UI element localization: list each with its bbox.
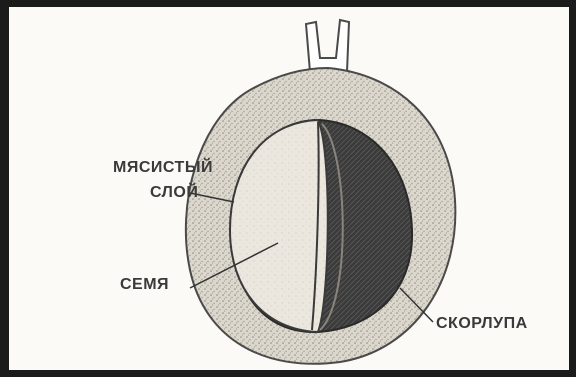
label-fleshy-layer-line2: СЛОЙ (150, 183, 198, 203)
label-shell: СКОРЛУПА (436, 314, 528, 334)
fruit-stalk (306, 20, 349, 72)
label-seed: СЕМЯ (120, 275, 169, 295)
label-fleshy-layer-line1: МЯСИСТЫЙ (113, 158, 213, 178)
